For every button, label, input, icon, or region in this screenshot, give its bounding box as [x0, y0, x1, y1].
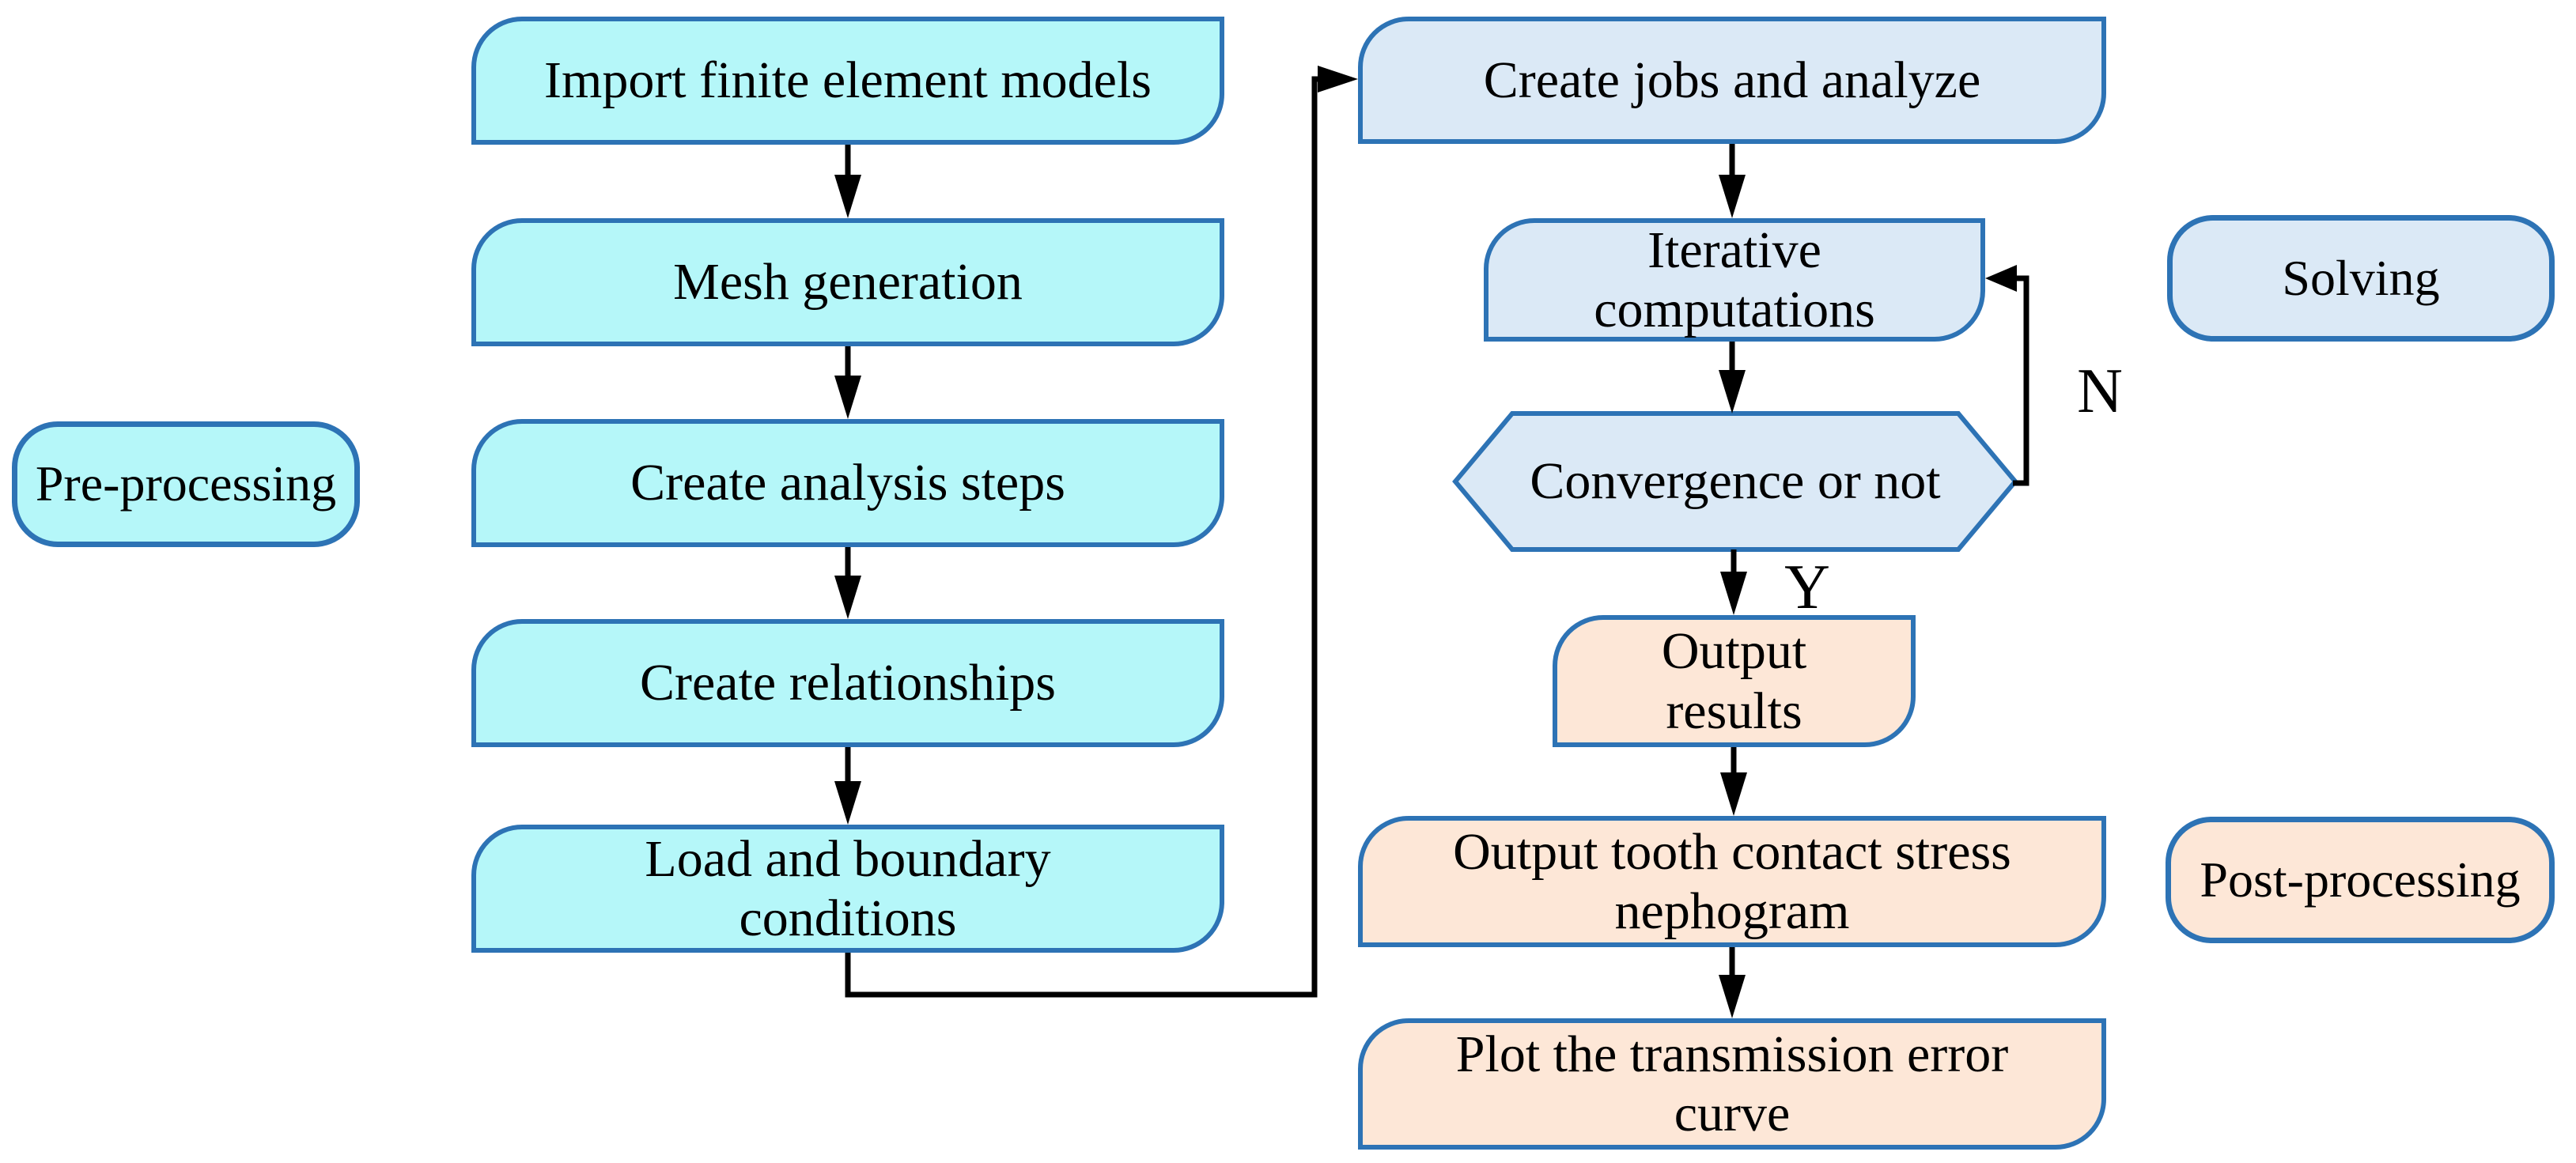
branch-label-yes: Y	[1784, 552, 1830, 622]
group-label-pre-processing: Pre-processing	[12, 421, 360, 547]
step-load-boundary-conditions: Load and boundary conditions	[471, 825, 1224, 953]
group-label-solving: Solving	[2167, 215, 2555, 342]
step-plot-transmission-error: Plot the transmission error curve	[1358, 1018, 2106, 1150]
step-iterative-computations: Iterative computations	[1484, 218, 1985, 342]
decision-convergence-label: Convergence or not	[1530, 452, 1941, 510]
step-mesh-generation: Mesh generation	[471, 218, 1224, 346]
arrow-output-results-to-nephogram	[1720, 747, 1747, 816]
connector-convergence-no-loop	[1985, 265, 2029, 486]
step-output-results: Output results	[1553, 615, 1916, 747]
step-create-relationships: Create relationships	[471, 619, 1224, 747]
arrow-create-jobs-to-iterative	[1719, 144, 1746, 218]
step-create-analysis-steps: Create analysis steps	[471, 419, 1224, 547]
arrow-import-to-mesh	[834, 145, 861, 218]
branch-label-no: N	[2077, 356, 2123, 426]
arrow-nephogram-to-plot-curve	[1719, 947, 1746, 1018]
arrow-relationships-to-load-boundary	[834, 747, 861, 825]
step-output-nephogram: Output tooth contact stress nephogram	[1358, 816, 2106, 947]
arrow-iterative-to-convergence	[1719, 342, 1746, 413]
connector-load-boundary-to-create-jobs	[845, 66, 1358, 998]
arrow-mesh-to-analysis-steps	[834, 346, 861, 419]
group-label-post-processing: Post-processing	[2166, 817, 2555, 943]
arrow-analysis-steps-to-relationships	[834, 547, 861, 619]
step-import-models: Import finite element models	[471, 17, 1224, 145]
arrow-convergence-to-output-results	[1720, 549, 1747, 615]
step-create-jobs-analyze: Create jobs and analyze	[1358, 17, 2106, 144]
